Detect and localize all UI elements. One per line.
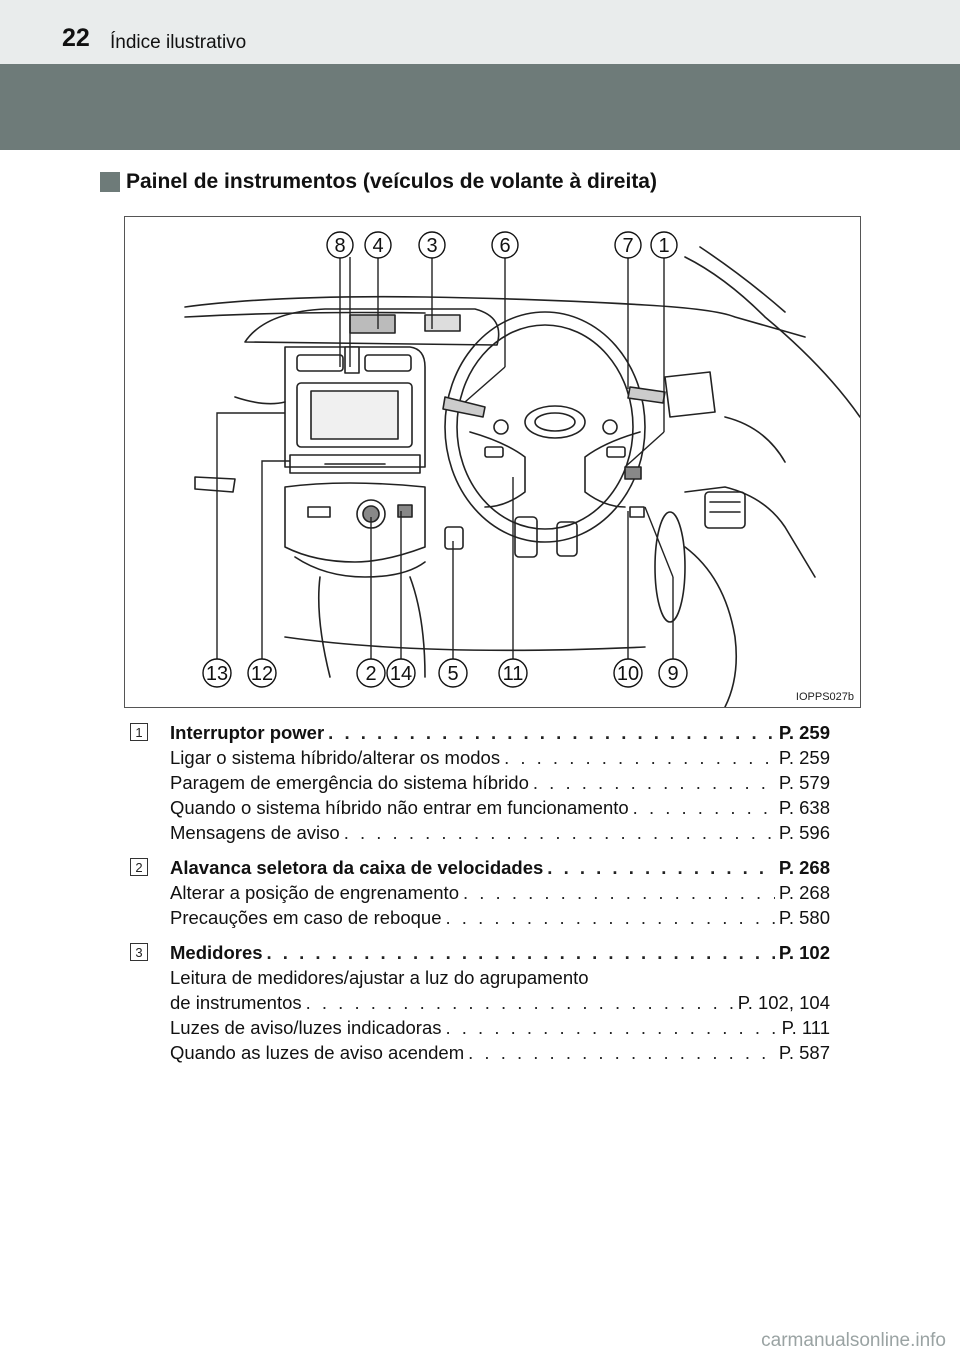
entry-page-ref[interactable]: P. 268 (778, 857, 830, 878)
leader-dots: . . . . . . . . . . . . . . . . . . . . … (328, 722, 775, 743)
figure-code: IOPPS027b (795, 691, 854, 703)
entry-heading: Interruptor power . . . . . . . . . . . … (170, 720, 830, 745)
header-band (0, 64, 960, 150)
sub-entry: Precauções em caso de reboque . . . . . … (170, 905, 830, 930)
sub-entry-page-ref[interactable]: P. 102, 104 (737, 992, 830, 1013)
top-callouts: 8 4 3 6 7 1 (326, 231, 678, 259)
bottom-callouts: 13 12 2 14 5 11 10 9 (202, 658, 688, 688)
entry-title: Interruptor power (170, 722, 325, 743)
callout-1: 1 (650, 231, 678, 259)
sub-entry: Ligar o sistema híbrido/alterar os modos… (170, 745, 830, 770)
page-number: 22 (62, 24, 90, 52)
leader-dots: . . . . . . . . . . . . . . . . . . . . … (468, 1042, 775, 1063)
svg-text:8: 8 (334, 235, 345, 257)
sub-entry-text: de instrumentos (170, 992, 302, 1013)
entry-number-badge: 3 (130, 943, 148, 961)
entry-list: 1 Interruptor power . . . . . . . . . . … (130, 720, 830, 1075)
svg-text:2: 2 (365, 663, 376, 685)
callout-2: 2 (356, 658, 386, 688)
sub-entry: Quando o sistema híbrido não entrar em f… (170, 795, 830, 820)
entry-title: Medidores (170, 942, 263, 963)
callout-14: 14 (386, 658, 416, 688)
sub-entry-page-ref[interactable]: P. 268 (778, 882, 830, 903)
leader-dots: . . . . . . . . . . . . . . . . . . . . … (463, 882, 775, 903)
watermark: carmanualsonline.info (761, 1330, 946, 1351)
sub-entry: Quando as luzes de aviso acendem . . . .… (170, 1040, 830, 1065)
callout-6: 6 (491, 231, 519, 259)
page-title: Índice ilustrativo (110, 32, 247, 53)
sub-entry-text: Luzes de aviso/luzes indicadoras (170, 1017, 442, 1038)
sub-entry-text: Quando o sistema híbrido não entrar em f… (170, 797, 629, 818)
sub-entry-text: Precauções em caso de reboque (170, 907, 442, 928)
sub-entry-page-ref[interactable]: P. 580 (778, 907, 830, 928)
callout-3: 3 (418, 231, 446, 259)
svg-text:5: 5 (447, 663, 458, 685)
sub-entry-page-ref[interactable]: P. 579 (778, 772, 830, 793)
svg-text:1: 1 (658, 235, 669, 257)
sub-entry-text: Ligar o sistema híbrido/alterar os modos (170, 747, 501, 768)
sub-entry: Leitura de medidores/ajustar a luz do ag… (170, 965, 830, 990)
entry-title: Alavanca seletora da caixa de velocidade… (170, 857, 544, 878)
callout-9: 9 (658, 658, 688, 688)
callout-5: 5 (438, 658, 468, 688)
leader-dots: . . . . . . . . . . . . . . . . . . . . … (445, 907, 775, 928)
callout-12: 12 (247, 658, 277, 688)
callout-4: 4 (364, 231, 392, 259)
entry-number-badge: 1 (130, 723, 148, 741)
entry-page-ref[interactable]: P. 102 (778, 942, 830, 963)
entry-2: 2 Alavanca seletora da caixa de velocida… (130, 855, 830, 930)
leader-dots: . . . . . . . . . . . . . . . . . . . . … (266, 942, 775, 963)
svg-text:12: 12 (251, 663, 273, 685)
sub-entry: Luzes de aviso/luzes indicadoras . . . .… (170, 1015, 830, 1040)
entry-heading: Alavanca seletora da caixa de velocidade… (170, 855, 830, 880)
dashboard-illustration: 8 4 3 6 7 1 13 12 2 14 5 11 10 9 IOPPS02… (124, 216, 861, 708)
dashboard-drawing: 8 4 3 6 7 1 13 12 2 14 5 11 10 9 (184, 231, 860, 707)
leader-dots: . . . . . . . . . . . . . . . . . . . . … (504, 747, 775, 768)
sub-entry-page-ref[interactable]: P. 638 (778, 797, 830, 818)
svg-text:7: 7 (622, 235, 633, 257)
sub-entry-text: Leitura de medidores/ajustar a luz do ag… (170, 967, 589, 988)
sub-entry-text: Alterar a posição de engrenamento (170, 882, 459, 903)
leader-dots: . . . . . . . . . . . . . . . . . . . . … (532, 772, 775, 793)
leader-dots: . . . . . . . . . . . . . . . . . . . . … (305, 992, 734, 1013)
svg-text:9: 9 (667, 663, 678, 685)
section-title: Painel de instrumentos (veículos de vola… (126, 170, 657, 193)
sub-entry: de instrumentos . . . . . . . . . . . . … (170, 990, 830, 1015)
entry-number-badge: 2 (130, 858, 148, 876)
sub-entry-page-ref[interactable]: P. 259 (778, 747, 830, 768)
svg-text:10: 10 (617, 663, 639, 685)
sub-entry-page-ref[interactable]: P. 587 (778, 1042, 830, 1063)
leader-dots: . . . . . . . . . . . . . . . . . . . . … (632, 797, 775, 818)
sub-entry: Mensagens de aviso . . . . . . . . . . .… (170, 820, 830, 845)
svg-text:14: 14 (390, 663, 412, 685)
entry-page-ref[interactable]: P. 259 (778, 722, 830, 743)
svg-text:4: 4 (372, 235, 383, 257)
section-heading: Painel de instrumentos (veículos de vola… (100, 170, 657, 194)
sub-entry-page-ref[interactable]: P. 596 (778, 822, 830, 843)
leader-dots: . . . . . . . . . . . . . . . . . . . . … (343, 822, 775, 843)
sub-entry-text: Mensagens de aviso (170, 822, 340, 843)
svg-text:6: 6 (499, 235, 510, 257)
callout-11: 11 (498, 658, 528, 688)
svg-text:3: 3 (426, 235, 437, 257)
sub-entry-text: Quando as luzes de aviso acendem (170, 1042, 465, 1063)
header-bar: 22 Índice ilustrativo (0, 0, 960, 64)
sub-entry: Paragem de emergência do sistema híbrido… (170, 770, 830, 795)
sub-entry-page-ref[interactable]: P. 111 (781, 1017, 830, 1038)
entry-heading: Medidores . . . . . . . . . . . . . . . … (170, 940, 830, 965)
svg-text:11: 11 (503, 663, 524, 685)
leader-dots: . . . . . . . . . . . . . . . . . . . . … (547, 857, 775, 878)
callout-10: 10 (613, 658, 643, 688)
entry-1: 1 Interruptor power . . . . . . . . . . … (130, 720, 830, 845)
callout-7: 7 (614, 231, 642, 259)
callout-8: 8 (326, 231, 354, 259)
callout-13: 13 (202, 658, 232, 688)
section-marker-icon (100, 172, 120, 192)
svg-text:13: 13 (206, 663, 228, 685)
leader-dots: . . . . . . . . . . . . . . . . . . . . … (445, 1017, 778, 1038)
sub-entry: Alterar a posição de engrenamento . . . … (170, 880, 830, 905)
entry-3: 3 Medidores . . . . . . . . . . . . . . … (130, 940, 830, 1065)
sub-entry-text: Paragem de emergência do sistema híbrido (170, 772, 529, 793)
